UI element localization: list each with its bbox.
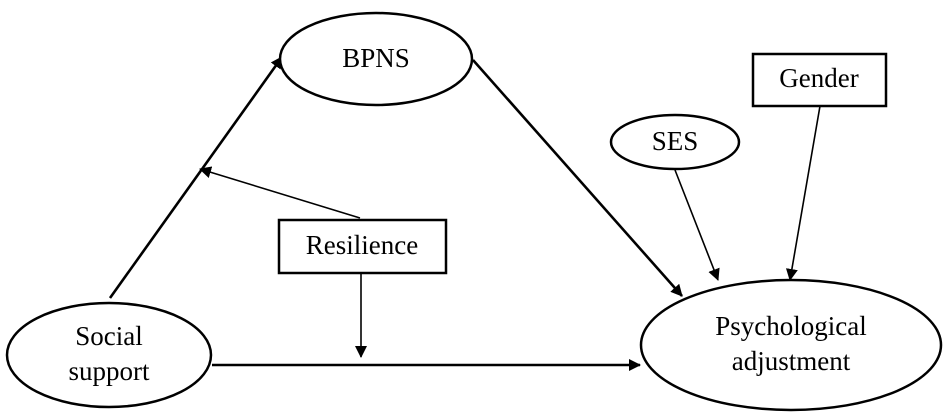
edge-bpns-to-psychological-adjustment <box>472 59 683 297</box>
psychological-adjustment-ellipse <box>639 278 943 412</box>
node-gender: Gender <box>751 52 888 108</box>
node-psychological-adjustment: Psychological adjustment <box>639 278 943 412</box>
bpns-ellipse <box>278 11 474 107</box>
edge-gender-to-psychological-adjustment <box>785 105 821 281</box>
edges <box>108 56 821 371</box>
resilience-label: Resilience <box>306 230 418 260</box>
bpns-label: BPNS <box>342 43 410 73</box>
ses-ellipse <box>609 113 741 171</box>
gender-label: Gender <box>779 63 858 93</box>
node-bpns: BPNS <box>278 11 474 107</box>
node-ses: SES <box>609 113 741 171</box>
gender-box <box>751 52 888 108</box>
edge-ses-to-psychological-adjustment <box>674 169 720 281</box>
social-support-label-line1: Social <box>75 321 143 351</box>
node-resilience: Resilience <box>277 218 448 275</box>
resilience-box <box>277 218 448 275</box>
social-support-label-line2: support <box>69 356 150 386</box>
social-support-ellipse <box>5 301 213 409</box>
psychological-adjustment-label-line2: adjustment <box>732 346 851 376</box>
node-social-support: Social support <box>5 301 213 409</box>
ses-label: SES <box>652 126 699 156</box>
edge-resilience-to-path-a <box>199 166 361 219</box>
edge-social-support-to-bpns <box>108 56 284 299</box>
psychological-adjustment-label-line1: Psychological <box>715 311 866 341</box>
